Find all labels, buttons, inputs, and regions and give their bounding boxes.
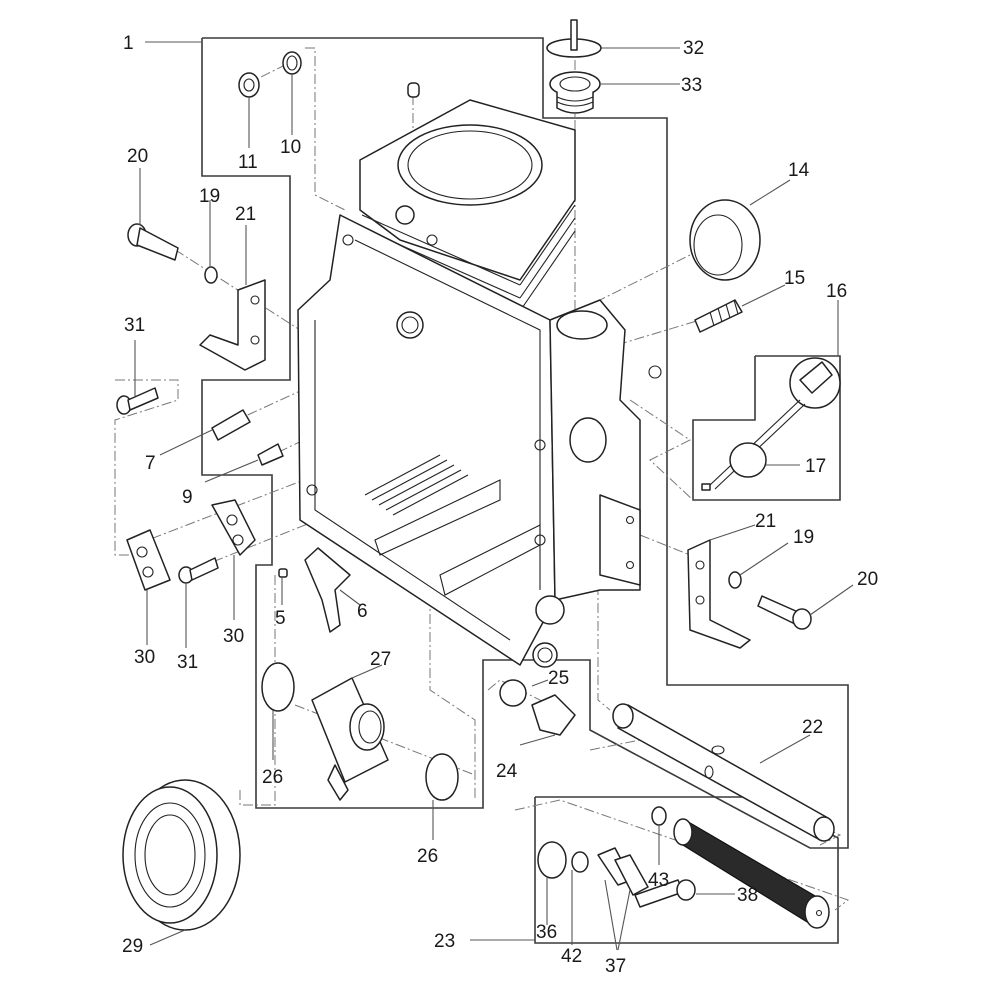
callout-6: 6 bbox=[357, 601, 368, 622]
callout-37: 37 bbox=[605, 956, 626, 977]
callout-32: 32 bbox=[683, 38, 704, 59]
callout-20-right: 20 bbox=[857, 569, 878, 590]
callout-22: 22 bbox=[802, 717, 823, 738]
leader-lines bbox=[134, 41, 854, 951]
callout-24: 24 bbox=[496, 761, 518, 782]
callout-42: 42 bbox=[561, 946, 582, 967]
callout-27: 27 bbox=[370, 649, 391, 670]
callout-23: 23 bbox=[434, 931, 455, 952]
callout-9: 9 bbox=[182, 487, 193, 508]
callout-38: 38 bbox=[737, 885, 758, 906]
strainer-frame bbox=[534, 796, 839, 944]
callout-31-center: 31 bbox=[177, 652, 198, 673]
callout-31-left: 31 bbox=[124, 315, 145, 336]
crankcase-block bbox=[297, 82, 641, 668]
small-parts bbox=[116, 19, 841, 931]
callout-26-left: 26 bbox=[262, 767, 283, 788]
callout-16: 16 bbox=[826, 281, 847, 302]
callout-30-right: 30 bbox=[223, 626, 244, 647]
callout-29: 29 bbox=[122, 936, 143, 957]
callout-1: 1 bbox=[123, 33, 134, 54]
callout-25: 25 bbox=[548, 668, 569, 689]
callout-15: 15 bbox=[784, 268, 805, 289]
callout-30-left: 30 bbox=[134, 647, 155, 668]
callout-43: 43 bbox=[648, 870, 669, 891]
callout-7: 7 bbox=[145, 453, 156, 474]
assembly-frame-main bbox=[201, 37, 849, 849]
callout-21-right: 21 bbox=[755, 511, 776, 532]
callout-labels: 1 5 6 7 9 10 11 14 15 16 17 19 20 21 19 … bbox=[122, 33, 878, 977]
callout-17: 17 bbox=[805, 456, 826, 477]
callout-19-right: 19 bbox=[793, 527, 814, 548]
callout-5: 5 bbox=[275, 608, 286, 629]
callout-19-left: 19 bbox=[199, 186, 220, 207]
callout-36: 36 bbox=[536, 922, 557, 943]
callout-33: 33 bbox=[681, 75, 702, 96]
callout-14: 14 bbox=[788, 160, 810, 181]
callout-20-left: 20 bbox=[127, 146, 148, 167]
callout-10: 10 bbox=[280, 137, 301, 158]
callout-11: 11 bbox=[238, 152, 258, 173]
callout-21-left: 21 bbox=[235, 204, 256, 225]
callout-26-right: 26 bbox=[417, 846, 438, 867]
